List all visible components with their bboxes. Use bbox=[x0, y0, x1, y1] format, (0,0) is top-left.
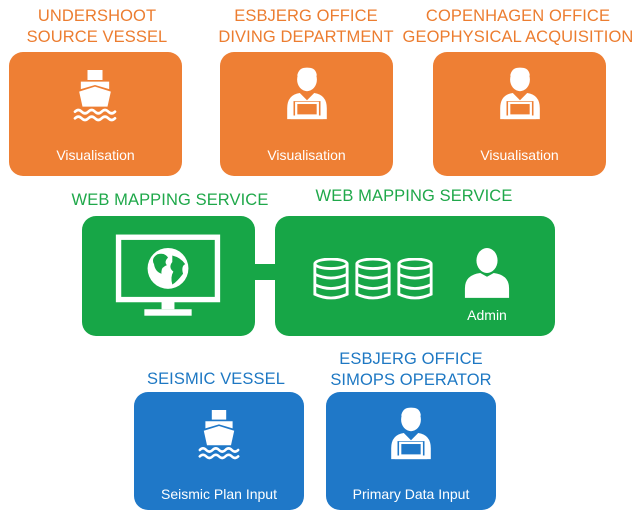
heading-line: DIVING DEPARTMENT bbox=[218, 28, 394, 46]
heading-seismic-vessel: SEISMIC VESSEL bbox=[130, 369, 302, 390]
admin-user-icon bbox=[463, 246, 511, 298]
box-caption: Seismic Plan Input bbox=[161, 486, 277, 502]
box-seismic-vessel: Seismic Plan Input bbox=[134, 392, 304, 510]
box-esbjerg-simops: Primary Data Input bbox=[326, 392, 496, 510]
user-laptop-icon bbox=[493, 64, 547, 122]
heading-esbjerg-diving: ESBJERG OFFICE DIVING DEPARTMENT bbox=[218, 6, 394, 48]
heading-web-mapping-service-left: WEB MAPPING SERVICE bbox=[64, 190, 276, 211]
heading-line: UNDERSHOOT bbox=[37, 7, 157, 25]
box-undershoot-source-vessel: Visualisation bbox=[9, 52, 182, 176]
heading-esbjerg-simops: ESBJERG OFFICE SIMOPS OPERATOR bbox=[316, 349, 506, 391]
user-laptop-icon bbox=[384, 404, 438, 462]
database-icon bbox=[396, 258, 434, 300]
heading-line: WEB MAPPING SERVICE bbox=[315, 187, 513, 205]
heading-undershoot-source-vessel: UNDERSHOOT SOURCE VESSEL bbox=[22, 6, 172, 48]
heading-web-mapping-service-right: WEB MAPPING SERVICE bbox=[308, 186, 520, 207]
admin-caption: Admin bbox=[467, 307, 507, 323]
box-caption: Visualisation bbox=[480, 147, 559, 163]
monitor-globe-icon bbox=[114, 234, 222, 320]
heading-line: ESBJERG OFFICE bbox=[234, 7, 378, 25]
heading-line: WEB MAPPING SERVICE bbox=[71, 191, 269, 209]
heading-line: ESBJERG OFFICE bbox=[339, 350, 483, 368]
box-web-mapping-server: Admin bbox=[275, 216, 555, 336]
box-caption: Visualisation bbox=[56, 147, 135, 163]
heading-line: COPENHAGEN OFFICE bbox=[425, 7, 611, 25]
heading-line: SEISMIC VESSEL bbox=[146, 370, 286, 388]
ship-icon bbox=[70, 68, 120, 122]
ship-icon bbox=[195, 408, 243, 460]
box-caption: Visualisation bbox=[267, 147, 346, 163]
heading-copenhagen-geophysical: COPENHAGEN OFFICE GEOPHYSICAL ACQUISITIO… bbox=[400, 6, 636, 48]
box-esbjerg-diving: Visualisation bbox=[220, 52, 393, 176]
heading-line: SOURCE VESSEL bbox=[26, 28, 168, 46]
box-web-mapping-client bbox=[82, 216, 255, 336]
user-laptop-icon bbox=[280, 64, 334, 122]
box-caption: Primary Data Input bbox=[352, 486, 470, 502]
database-icon bbox=[354, 258, 392, 300]
heading-line: GEOPHYSICAL ACQUISITION bbox=[402, 28, 634, 46]
connector-line bbox=[254, 264, 278, 280]
database-icon bbox=[312, 258, 350, 300]
heading-line: SIMOPS OPERATOR bbox=[330, 371, 492, 389]
box-copenhagen-geophysical: Visualisation bbox=[433, 52, 606, 176]
